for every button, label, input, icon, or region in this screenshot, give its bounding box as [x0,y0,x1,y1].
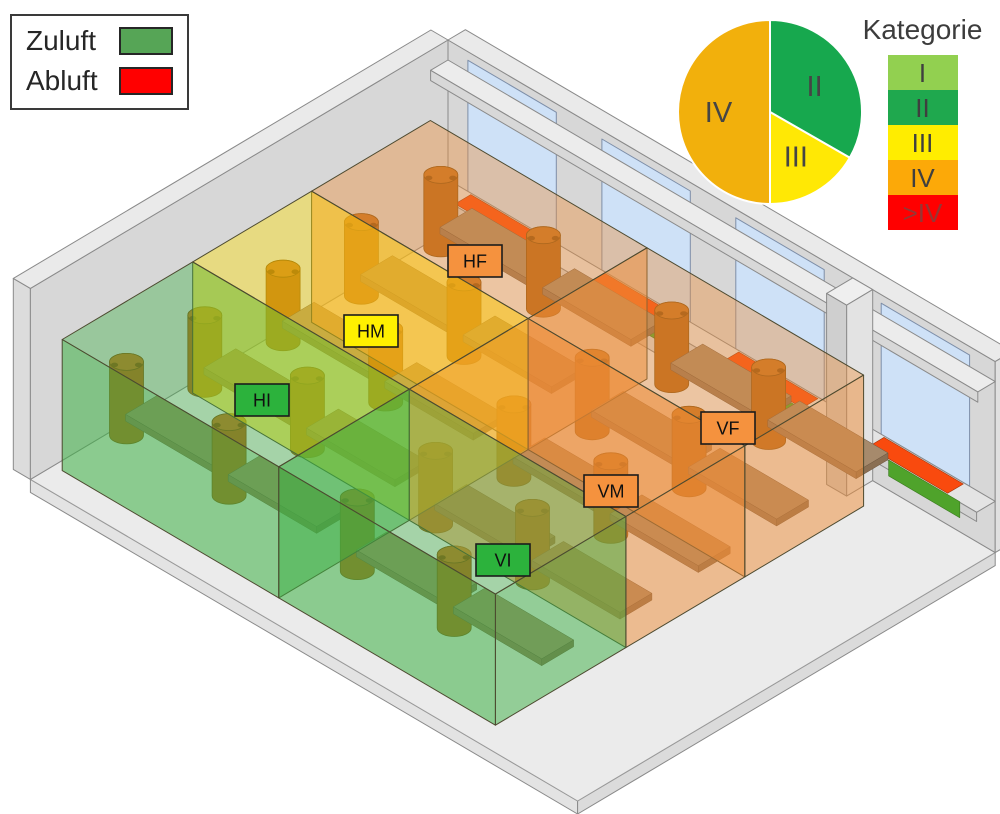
zone-label-HF: HF [463,252,487,272]
kategorie-cell-IV: IV [887,160,958,195]
person-shoulder [438,555,446,560]
person-shoulder [777,368,785,373]
person-shoulder [425,175,433,181]
pie-slice-III [769,111,851,205]
pie-slice-II [769,19,863,159]
zone-label-box-HI [234,383,290,417]
zone-label-VI: VI [494,551,511,571]
person-top [423,165,459,184]
zuluft-row: Zuluft [26,27,173,55]
zone-label-box-HM [343,314,399,348]
person-shoulder [449,175,457,181]
person-top [265,259,301,278]
kategorie-cell-II: II [887,90,958,125]
pie-slice-label: II [807,71,823,103]
person-top [109,352,144,371]
zuluft-swatch [119,27,173,55]
kategorie-title: Kategorie [862,14,983,45]
left-wall-end [12,277,31,480]
zone-label-box-VF [700,411,756,445]
kategorie-cells: I II III IV >IV [887,55,958,230]
zone-label-HI: HI [253,391,271,411]
zone-label-HM: HM [357,322,385,342]
person-shoulder [680,311,688,316]
zone-label-box-VM [583,474,639,508]
abluft-swatch [119,67,173,95]
person-shoulder [213,422,221,428]
person-shoulder [656,311,664,316]
person-top [654,301,690,320]
zuluft-vent [888,459,961,519]
kategorie-legend: Kategorie I II III IV >IV [845,16,1000,230]
pie-slice-label: IV [705,97,733,129]
person-top [751,358,786,377]
abluft-row: Abluft [26,67,173,95]
person-shoulder [134,362,143,368]
person-shoulder [291,269,299,275]
pie-slice-IV [677,19,771,205]
zuluft-label: Zuluft [26,25,97,56]
person-shoulder [551,235,560,241]
kategorie-cell-III: III [887,125,958,160]
person-shoulder [267,269,275,275]
window-wall-end [994,358,1000,554]
zone-box-VI [278,388,627,726]
window-wall-cap [447,29,1000,363]
zone-label-VF: VF [716,419,739,439]
person-shoulder [753,368,761,373]
person-shoulder [110,362,119,368]
left-wall-cap [12,29,449,289]
kategorie-cell-I: I [887,55,958,90]
person-shoulder [462,555,470,560]
abluft-vent [868,437,964,494]
person-shoulder [527,235,536,241]
zone-label-box-VI [475,543,531,577]
airflow-legend: Zuluft Abluft [10,14,189,110]
kategorie-cell-gtIV: >IV [887,195,958,230]
zone-label-VM: VM [598,482,625,502]
person-top [526,226,561,245]
abluft-label: Abluft [26,65,98,96]
pie-slice-label: III [784,142,808,174]
zone-label-box-HF [447,244,503,278]
zone-front [278,466,496,726]
person-shoulder [237,422,245,428]
